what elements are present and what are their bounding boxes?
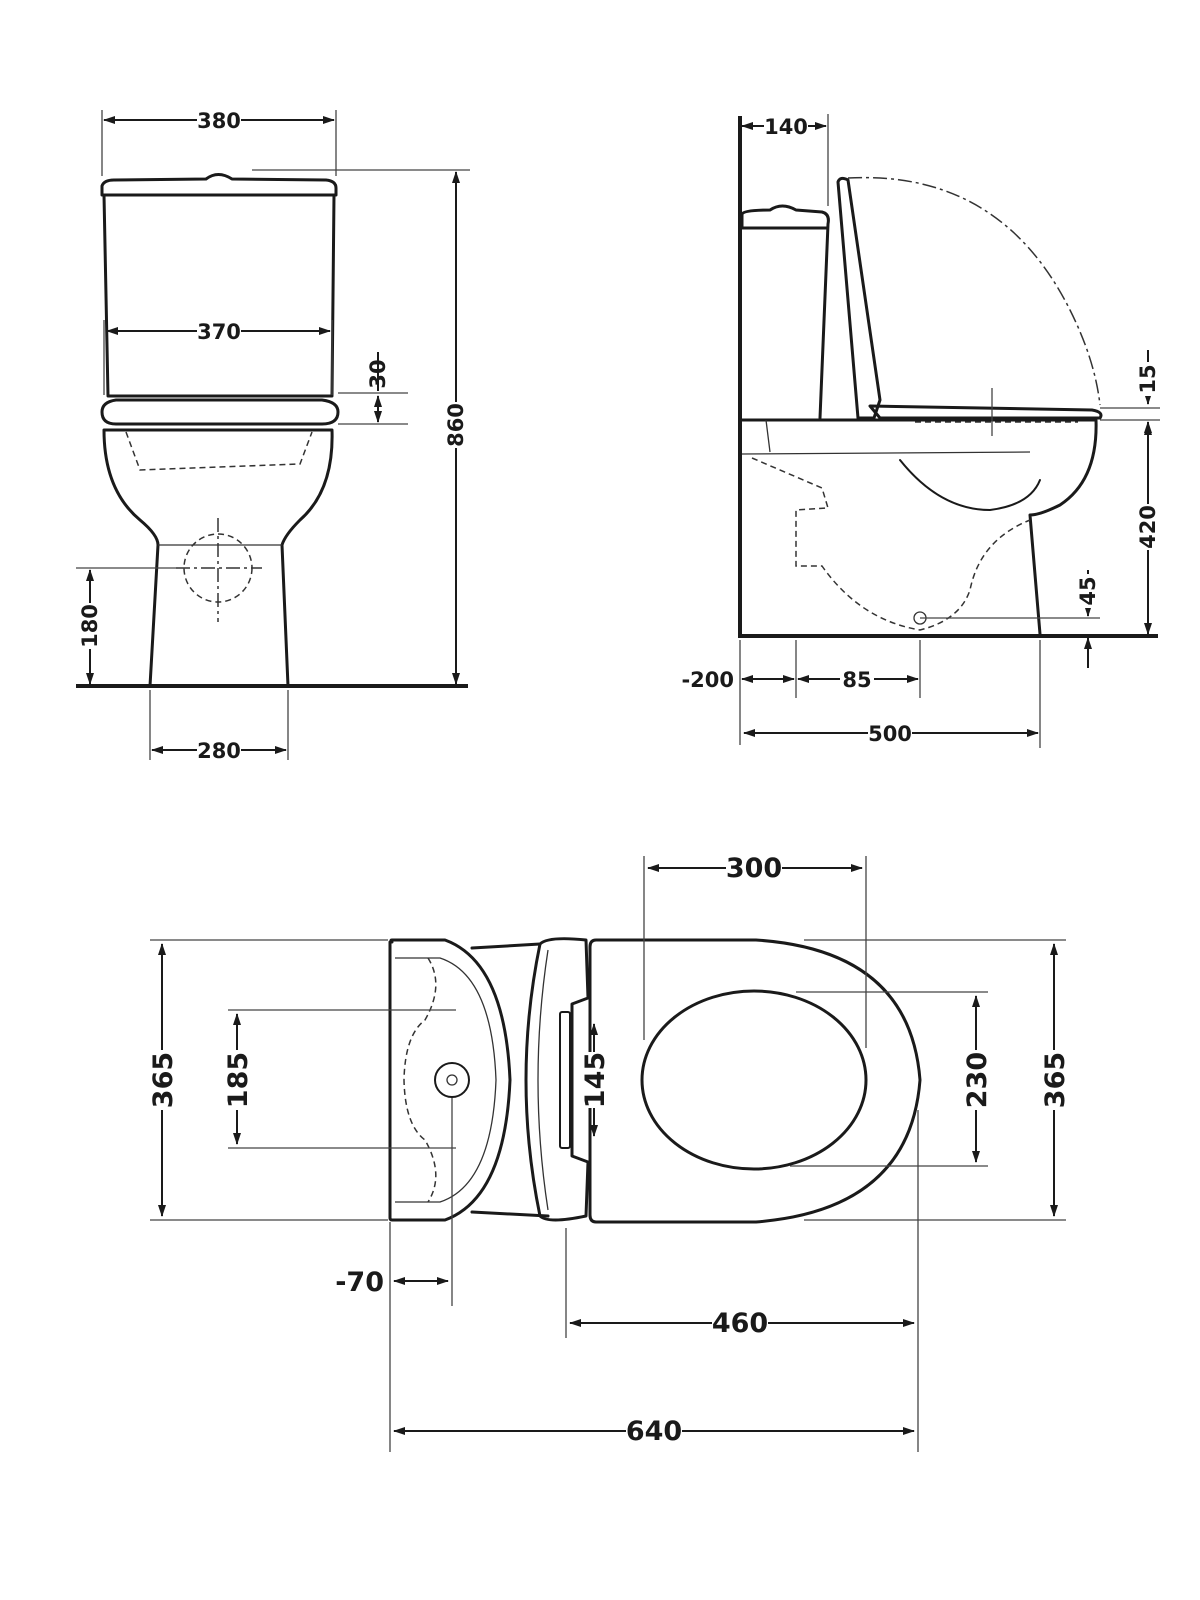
label-365-right: 365 <box>1040 1052 1071 1108</box>
label-30: 30 <box>366 359 390 388</box>
label-45: 45 <box>1076 576 1100 605</box>
label-500: 500 <box>868 722 912 746</box>
dimension-outlet-offset-minus-70: -70 <box>335 1267 449 1298</box>
dimension-overall-width-365-left: 365 <box>146 943 179 1217</box>
dimension-total-depth-500: 500 <box>743 721 1039 746</box>
dimension-seat-thickness-30: 30 <box>366 352 390 423</box>
dimension-fixing-185: 185 <box>221 1013 254 1145</box>
label-380: 380 <box>197 109 241 133</box>
dimension-opening-length-300: 300 <box>647 852 863 884</box>
label-minus-70: -70 <box>335 1267 384 1298</box>
dimension-pan-length-460: 460 <box>569 1307 915 1339</box>
dimension-base-width-280: 280 <box>151 738 287 763</box>
dimension-wall-offset-minus-200: -200 <box>681 668 795 692</box>
label-145: 145 <box>580 1052 611 1108</box>
label-420: 420 <box>1136 505 1160 549</box>
dimension-cistern-depth-140: 140 <box>741 114 827 139</box>
label-15: 15 <box>1136 364 1160 393</box>
dimension-opening-width-230: 230 <box>960 995 993 1163</box>
dimension-outlet-height-45: 45 <box>1076 570 1100 668</box>
dimension-outlet-center-85: 85 <box>797 667 919 692</box>
dimension-seat-offset-15: 15 <box>1136 350 1160 436</box>
top-view: 300 365 185 145 230 365 <box>146 852 1071 1452</box>
label-140: 140 <box>764 115 808 139</box>
label-minus-200: -200 <box>681 668 734 692</box>
front-view: 380 370 30 860 180 280 <box>76 108 470 763</box>
label-230: 230 <box>962 1052 993 1108</box>
label-365-left: 365 <box>148 1052 179 1108</box>
dimension-waste-height-180: 180 <box>78 569 102 685</box>
dimension-overall-length-640: 640 <box>393 1415 915 1447</box>
side-view: 140 15 420 45 -200 <box>681 114 1160 748</box>
dimension-total-height-860: 860 <box>444 171 468 685</box>
dimension-overall-width-365-right: 365 <box>1038 943 1071 1217</box>
label-185: 185 <box>223 1052 254 1108</box>
dimension-bowl-height-420: 420 <box>1136 421 1160 635</box>
dimension-front-width-380: 380 <box>103 108 335 133</box>
label-640: 640 <box>626 1416 682 1447</box>
dimension-front-inner-370: 370 <box>106 319 331 344</box>
dimension-hinge-spacing-145: 145 <box>580 1023 611 1137</box>
label-860: 860 <box>444 403 468 447</box>
label-85: 85 <box>842 668 871 692</box>
label-180: 180 <box>78 604 102 648</box>
label-370: 370 <box>197 320 241 344</box>
label-300: 300 <box>726 853 782 884</box>
label-460: 460 <box>712 1308 768 1339</box>
label-280: 280 <box>197 739 241 763</box>
